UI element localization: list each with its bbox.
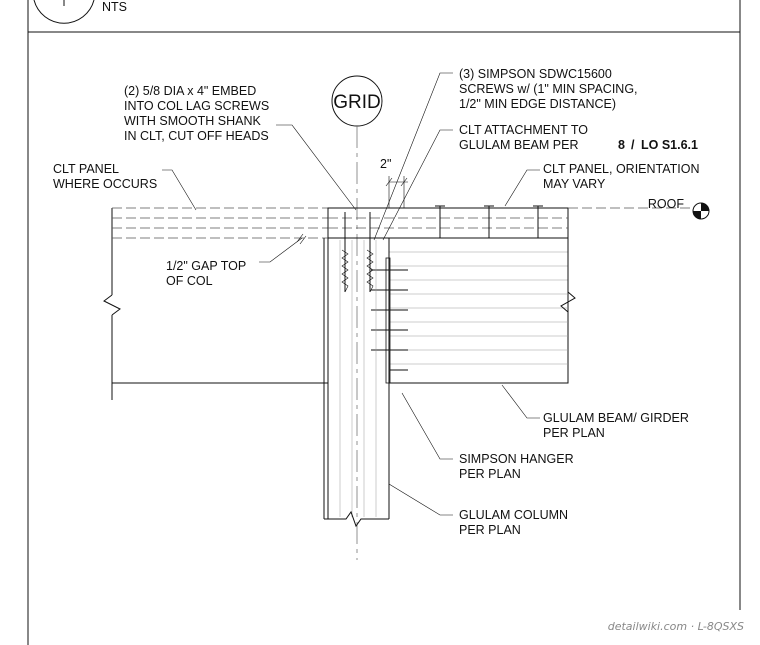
leader-hanger [401,392,453,460]
note-line: GLULAM BEAM PER 8 / LO S1.6.1 [459,138,698,152]
dimension-tick [400,177,408,187]
note-line: WHERE OCCURS [53,177,157,191]
lag-screw-thread [366,249,374,293]
note-simpson-sdwc: (3) SIMPSON SDWC15600 SCREWS w/ (1" MIN … [459,67,638,111]
note-line: WITH SMOOTH SHANK [124,114,261,128]
note-line: MAY VARY [543,177,606,191]
roof-label: ROOF [648,197,684,211]
leader-sdwc [373,72,453,241]
detail-ref-sheet: LO S1.6.1 [641,138,698,152]
note-line: 1/2" GAP TOP [166,259,246,273]
glulam-beam-outline [388,237,569,384]
leader-beam [501,384,540,419]
beam-break-symbol [560,291,576,313]
grid-label: GRID [333,92,381,113]
dimension-tick [385,177,393,187]
clt-left-break-symbol [103,294,121,316]
note-line: CLT PANEL [53,162,119,176]
grid-line-group: GRID [331,75,383,560]
note-line: GLULAM BEAM/ GIRDER [543,411,689,425]
note-line: CLT ATTACHMENT TO [459,123,588,137]
note-line: SIMPSON HANGER [459,452,574,466]
note-clt-where: CLT PANEL WHERE OCCURS [53,162,157,191]
note-line: INTO COL LAG SCREWS [124,99,269,113]
note-glulam-beam: GLULAM BEAM/ GIRDER PER PLAN [543,411,689,440]
note-glulam-column: GLULAM COLUMN PER PLAN [459,508,568,537]
note-line: CLT PANEL, ORIENTATION [543,162,700,176]
clt-panel-right [327,207,690,239]
elevation-target-fill [693,211,701,219]
note-line: PER PLAN [459,523,521,537]
scale-text: NTS [102,0,127,14]
note-clt-attachment: CLT ATTACHMENT TO GLULAM BEAM PER 8 / LO S1… [459,123,698,152]
simpson-hanger [371,257,408,384]
detail-number-bubble [33,0,95,24]
note-line: IN CLT, CUT OFF HEADS [124,129,269,143]
hanger-plate [385,257,391,384]
note-line: (2) 5/8 DIA x 4" EMBED [124,84,256,98]
clt-panel-left [103,207,328,400]
leader-clt-attachment [382,129,453,241]
leader-clt-where [162,169,197,211]
note-line: GLULAM COLUMN [459,508,568,522]
roof-elevation-marker: ROOF [648,197,710,220]
watermark: detailwiki.com · L-8QSXS [608,620,744,633]
note-line: SCREWS w/ (1" MIN SPACING, [459,82,638,96]
note-line: OF COL [166,274,213,288]
detail-ref-number: 8 [618,138,625,152]
glulam-column [323,238,390,528]
note-line: (3) SIMPSON SDWC15600 [459,67,612,81]
gap-marker [296,233,307,245]
note-gap: 1/2" GAP TOP OF COL [166,259,246,288]
column-break-symbol [324,510,389,528]
glulam-beam [388,237,576,384]
leaders [162,72,540,516]
note-clt-orientation: CLT PANEL, ORIENTATION MAY VARY [543,162,700,191]
note-line: PER PLAN [543,426,605,440]
sdwc-screws [435,205,543,238]
title-block: NTS [27,0,741,645]
lag-screws [341,212,374,293]
leader-column [388,483,453,516]
leader-clt-orientation [504,169,540,207]
note-line: PER PLAN [459,467,521,481]
dimension-2in-text: 2" [380,157,391,171]
leader-lag-screws [276,124,357,211]
lag-screw-thread [341,249,349,293]
note-simpson-hanger: SIMPSON HANGER PER PLAN [459,452,574,481]
detail-ref-separator: / [631,138,635,152]
elevation-target-fill [701,203,709,211]
leader-gap [259,237,303,263]
note-line: 1/2" MIN EDGE DISTANCE) [459,97,616,111]
gap-tick [299,235,307,245]
note-line-prefix: GLULAM BEAM PER [459,138,578,152]
note-lag-screws: (2) 5/8 DIA x 4" EMBED INTO COL LAG SCRE… [124,84,269,143]
clt-panel-outline [327,207,569,239]
